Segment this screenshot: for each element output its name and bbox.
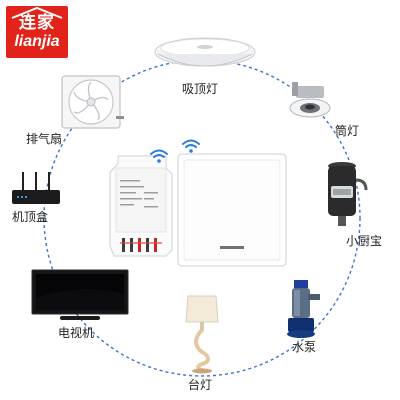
wifi-icon [182,139,200,153]
label-water-pump: 水泵 [292,340,317,354]
water-pump-icon [287,280,320,338]
settop-box-icon [12,172,60,204]
tv-icon [31,269,129,320]
ceiling-light-icon [154,37,256,67]
label-downlight: 筒灯 [335,124,360,138]
label-exhaust-fan: 排气扇 [26,132,63,146]
label-water-heater: 小厨宝 [346,234,383,248]
label-ceiling-light: 吸顶灯 [182,82,219,96]
brand-logo: 连家 lianjia [6,6,68,58]
brand-name-en: lianjia [14,33,60,50]
downlight-icon [289,82,331,118]
water-heater-icon [328,162,368,226]
exhaust-fan-icon [61,75,124,129]
label-tv: 电视机 [58,326,95,340]
wifi-icon [150,149,168,163]
receiver-module-icon [109,155,173,257]
wall-switch-icon [177,153,287,267]
label-settop-box: 机顶盒 [12,210,49,224]
desk-lamp-icon [185,295,219,374]
brand-name-cn: 连家 [19,13,55,33]
label-desk-lamp: 台灯 [188,378,213,392]
